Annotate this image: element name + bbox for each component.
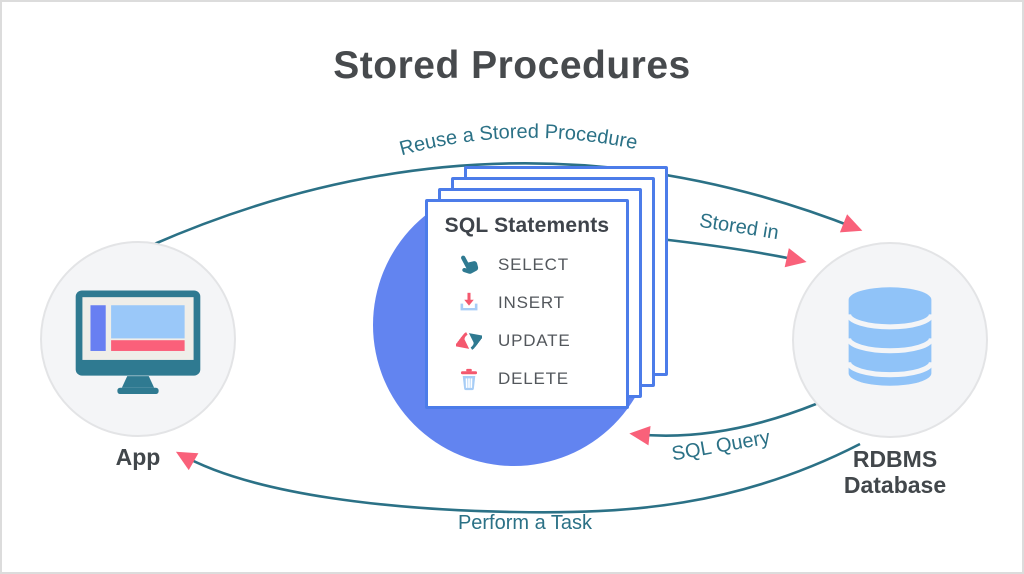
- page-title: Stored Procedures: [333, 44, 691, 87]
- sql-statements-card: SQL Statements SELECT INSERT: [425, 199, 629, 409]
- database-cylinder-icon: [846, 287, 934, 386]
- sql-card-title: SQL Statements: [444, 214, 610, 237]
- arrow-label-reuse: Reuse a Stored Procedure: [397, 121, 639, 160]
- arrow-perform-a-task: [175, 442, 861, 514]
- database-label-line2: Database: [843, 472, 947, 498]
- database-label-line1: RDBMS: [852, 446, 938, 472]
- app-monitor-icon: [75, 290, 201, 394]
- update-refresh-icon: [456, 332, 482, 350]
- sql-item-select: SELECT: [428, 246, 626, 284]
- arrow-label-perform-a-task: Perform a Task: [457, 512, 593, 534]
- insert-download-icon: [460, 292, 478, 311]
- app-label: App: [115, 444, 161, 470]
- arrow-stored-in: [659, 237, 807, 268]
- delete-trash-icon: [460, 368, 478, 391]
- sql-item-delete: DELETE: [428, 360, 626, 398]
- sql-item-label: UPDATE: [498, 331, 571, 350]
- hand-pointer-icon: [461, 255, 479, 274]
- sql-item-label: INSERT: [498, 293, 565, 312]
- sql-item-label: DELETE: [498, 369, 569, 388]
- arrow-sql-query: [629, 402, 817, 446]
- sql-item-label: SELECT: [498, 255, 569, 274]
- sql-item-insert: INSERT: [428, 284, 626, 322]
- database-label: RDBMS Database: [815, 446, 975, 498]
- sql-item-update: UPDATE: [428, 322, 626, 360]
